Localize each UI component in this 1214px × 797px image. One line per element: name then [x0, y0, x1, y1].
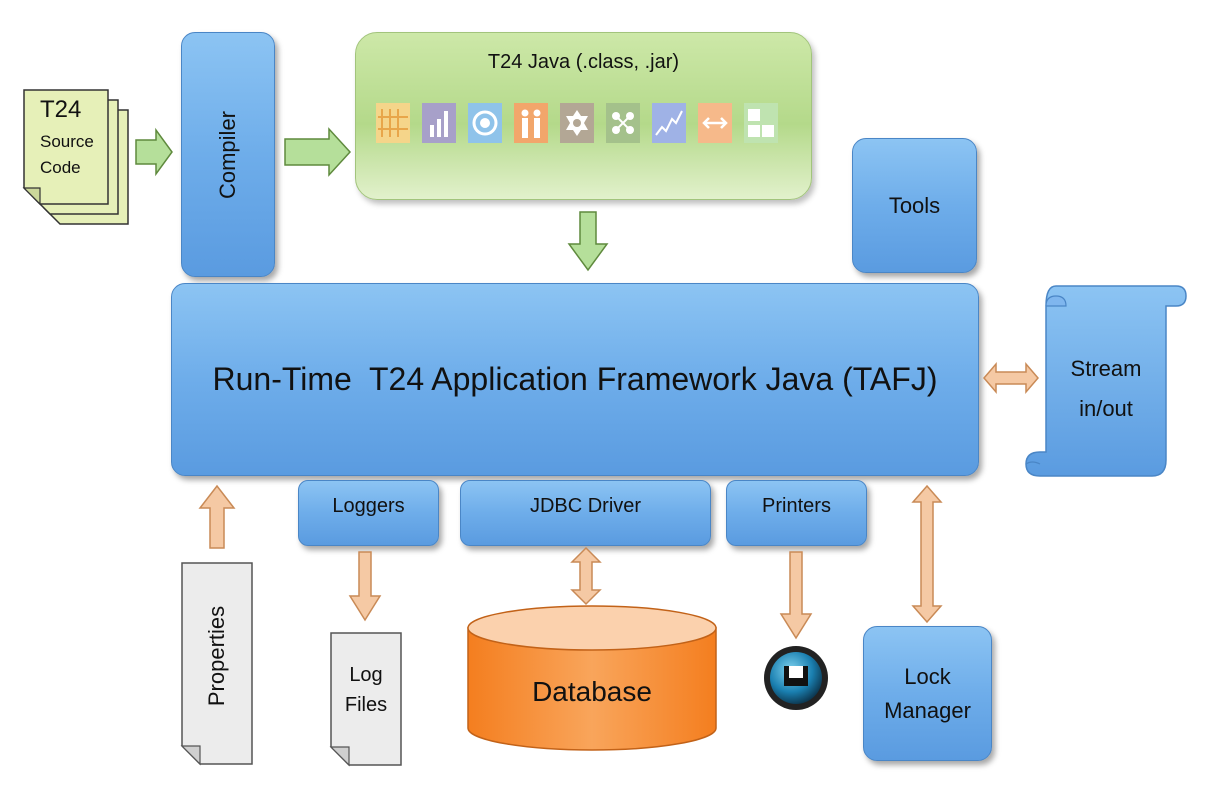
network-icon [606, 103, 640, 143]
arrow-properties-to-framework [198, 484, 236, 549]
stream-line1: Stream [1070, 356, 1142, 381]
framework-label: Run-Time T24 Application Framework Java … [212, 361, 938, 397]
arrow-compiler-to-java [284, 127, 352, 177]
target-icon [468, 103, 502, 143]
blocks-icon [744, 103, 778, 143]
properties-label: Properties [204, 605, 229, 706]
source-code-title: T24 [40, 96, 82, 123]
log-files-line1: Log [349, 664, 383, 686]
arrow-loggers-to-logfiles [348, 551, 382, 622]
compiler-label: Compiler [215, 110, 240, 199]
gear-icon [560, 103, 594, 143]
arrow-java-to-framework [567, 211, 609, 272]
framework-box: Run-Time T24 Application Framework Java … [171, 283, 979, 476]
arrow-source-to-compiler [135, 127, 173, 177]
stream-line2: in/out [1079, 396, 1133, 421]
jdbc-driver-label: JDBC Driver [529, 494, 642, 517]
lock-manager-box: Lock Manager [863, 626, 992, 761]
arrow-framework-lock [911, 484, 943, 624]
loggers-box: Loggers [298, 480, 439, 546]
line-chart-icon [652, 103, 686, 143]
source-code-line1: Source [40, 132, 94, 151]
tools-box: Tools [852, 138, 977, 273]
grid-icon [376, 103, 410, 143]
t24-java-panel: T24 Java (.class, .jar) [355, 32, 812, 200]
double-arrow-icon [698, 103, 732, 143]
properties-label-wrap: Properties [182, 563, 252, 748]
lock-manager-line1: Lock [904, 663, 951, 689]
log-files-line2: Files [344, 694, 388, 716]
database-label: Database [532, 676, 652, 707]
bar-chart-icon [422, 103, 456, 143]
tools-label: Tools [888, 192, 941, 218]
compiler-box: Compiler [181, 32, 275, 277]
printers-box: Printers [726, 480, 867, 546]
jdbc-driver-box: JDBC Driver [460, 480, 711, 546]
arrow-printers-to-printer [779, 551, 813, 640]
t24-java-title: T24 Java (.class, .jar) [487, 51, 680, 73]
arrow-framework-stream [983, 361, 1039, 395]
lock-manager-line2: Manager [884, 697, 971, 723]
loggers-label: Loggers [332, 494, 405, 517]
printers-label: Printers [762, 494, 831, 517]
arrow-jdbc-database [570, 546, 602, 606]
people-icon [514, 103, 548, 143]
source-code-line2: Code [40, 158, 81, 177]
